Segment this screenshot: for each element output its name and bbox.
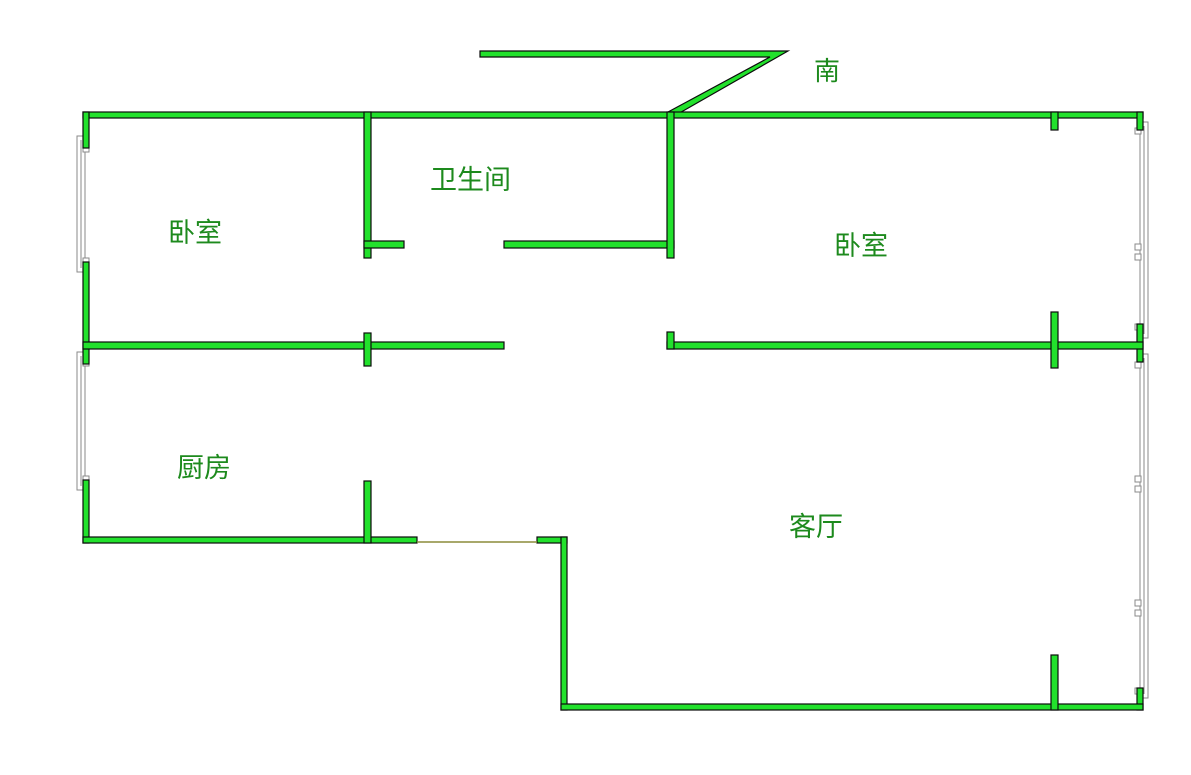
- wall-bottom: [560, 703, 1144, 711]
- wall-stub-bottom-right: [1050, 654, 1059, 711]
- window-right-upper: [1134, 121, 1149, 339]
- windows: [76, 121, 1149, 699]
- wall-stub-top-right: [1050, 111, 1059, 131]
- room-label-living-room: 客厅: [789, 512, 843, 543]
- wall-bath-bottom-a: [363, 240, 405, 249]
- wall-right-a: [1136, 111, 1144, 131]
- wall-living-left: [560, 536, 568, 711]
- wall-mid-right-stub: [666, 331, 675, 350]
- room-label-kitchen: 厨房: [177, 453, 231, 484]
- wall-bath-right: [666, 111, 675, 259]
- wall-top: [82, 111, 1144, 119]
- window-left-upper: [76, 135, 90, 273]
- compass-label: 南: [814, 57, 840, 87]
- room-label-bedroom-left: 卧室: [168, 218, 222, 249]
- window-right-lower: [1134, 353, 1149, 699]
- wall-bath-bottom-b: [503, 240, 675, 249]
- compass-arrow: [479, 50, 791, 116]
- wall-left-b: [82, 261, 90, 365]
- wall-bath-left: [363, 111, 372, 259]
- room-label-bedroom-right: 卧室: [834, 231, 888, 262]
- wall-mid-left: [82, 341, 505, 350]
- wall-stub-mid-right: [1050, 311, 1059, 369]
- room-label-bathroom: 卫生间: [430, 165, 511, 196]
- wall-left-a: [82, 111, 90, 149]
- wall-kitchen-bottom-a: [82, 536, 418, 544]
- wall-left-c: [82, 479, 90, 544]
- wall-cross-stub: [363, 332, 372, 367]
- wall-kitchen-right: [363, 480, 372, 544]
- walls: [82, 50, 1144, 711]
- window-left-lower: [76, 351, 90, 491]
- wall-mid-right: [666, 341, 1144, 350]
